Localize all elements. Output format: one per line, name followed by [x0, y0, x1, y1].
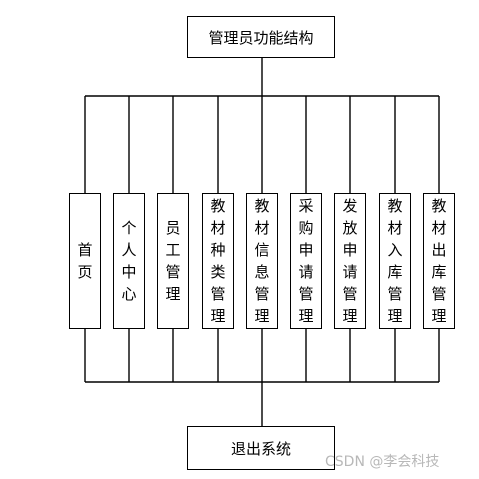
function-node-purchase-request-management: 采购申请管理	[290, 193, 322, 329]
watermark: CSDN @李会科技	[325, 454, 440, 470]
function-node-issue-request-management: 发放申请管理	[334, 193, 366, 329]
exit-node: 退出系统	[187, 426, 335, 470]
exit-label: 退出系统	[230, 439, 291, 458]
function-label: 员工管理	[165, 219, 181, 303]
function-node-home: 首页	[69, 193, 101, 329]
function-label: 首页	[77, 241, 93, 281]
function-label: 教材种类管理	[210, 197, 226, 325]
function-node-material-inbound-management: 教材入库管理	[379, 193, 411, 329]
function-label: 教材信息管理	[254, 197, 270, 325]
function-label: 教材入库管理	[387, 197, 403, 325]
function-node-material-category-management: 教材种类管理	[202, 193, 234, 329]
function-label: 采购申请管理	[298, 197, 314, 325]
function-label: 发放申请管理	[342, 197, 358, 325]
function-label: 个人中心	[121, 219, 137, 303]
function-node-staff-management: 员工管理	[157, 193, 189, 329]
root-node: 管理员功能结构	[187, 16, 335, 58]
function-node-personal-center: 个人中心	[113, 193, 145, 329]
root-label: 管理员功能结构	[208, 28, 314, 47]
function-node-material-outbound-management: 教材出库管理	[423, 193, 455, 329]
function-node-material-info-management: 教材信息管理	[246, 193, 278, 329]
function-label: 教材出库管理	[431, 197, 447, 325]
